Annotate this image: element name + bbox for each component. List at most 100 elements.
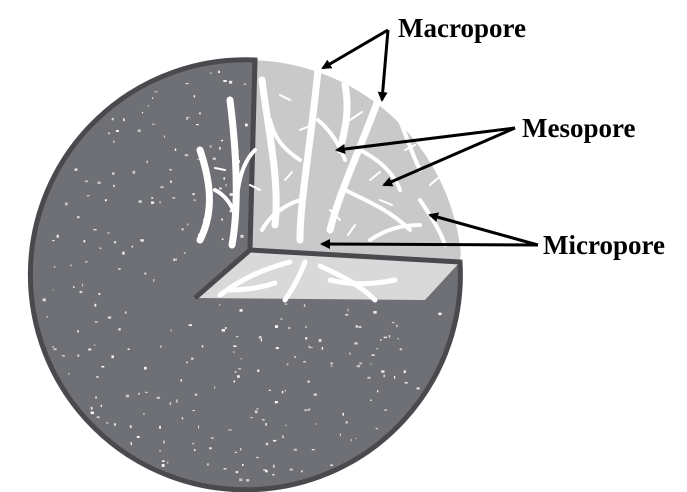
speckle	[87, 195, 90, 196]
speckle	[108, 133, 110, 135]
speckle	[191, 358, 194, 360]
speckle	[250, 417, 253, 418]
speckle	[221, 140, 223, 141]
speckle	[176, 258, 177, 260]
speckle	[116, 130, 119, 132]
speckle	[331, 366, 333, 368]
arrow-macropore-2	[382, 30, 388, 100]
speckle	[184, 253, 186, 254]
speckle	[229, 81, 232, 84]
speckle	[152, 124, 155, 125]
speckle	[194, 95, 195, 97]
speckle	[114, 423, 116, 425]
speckle	[97, 416, 100, 418]
speckle	[101, 405, 102, 407]
speckle	[130, 425, 132, 428]
speckle	[138, 129, 141, 132]
speckle	[405, 382, 408, 384]
speckle	[225, 327, 227, 329]
speckle	[273, 440, 276, 442]
speckle	[377, 390, 378, 392]
speckle	[99, 293, 101, 295]
speckle	[315, 423, 317, 424]
speckle	[163, 441, 165, 444]
speckle	[376, 348, 378, 349]
speckle	[259, 336, 262, 338]
speckle	[157, 397, 161, 399]
speckle	[182, 417, 183, 419]
speckle	[138, 393, 139, 395]
speckle	[404, 370, 406, 373]
speckle	[322, 347, 323, 350]
speckle	[151, 201, 154, 204]
speckle	[169, 169, 172, 171]
speckle	[77, 354, 79, 356]
speckle	[159, 426, 161, 429]
speckle	[359, 363, 362, 365]
speckle	[65, 203, 68, 206]
speckle	[356, 325, 359, 327]
speckle	[242, 464, 244, 466]
speckle	[170, 402, 171, 405]
speckle	[233, 345, 236, 347]
speckle	[62, 355, 65, 356]
speckle	[246, 479, 249, 482]
speckle	[175, 149, 176, 152]
speckle	[186, 118, 188, 120]
speckle	[107, 232, 110, 233]
speckle	[314, 394, 317, 396]
speckle	[221, 219, 223, 221]
speckle	[285, 425, 287, 426]
speckle	[218, 71, 220, 73]
speckle	[172, 197, 175, 199]
speckle	[226, 184, 227, 187]
speckle	[389, 335, 391, 337]
speckle	[112, 173, 115, 175]
speckle	[162, 464, 165, 467]
speckle	[223, 80, 226, 82]
speckle	[105, 199, 107, 201]
speckle	[222, 239, 224, 241]
speckle	[380, 339, 382, 341]
speckle	[73, 286, 74, 288]
speckle	[140, 239, 143, 241]
speckle	[383, 375, 385, 378]
speckle	[305, 326, 307, 327]
speckle	[185, 154, 188, 156]
speckle	[305, 337, 307, 340]
speckle	[144, 273, 146, 275]
speckle	[349, 353, 350, 355]
speckle	[222, 329, 226, 332]
speckle	[132, 246, 134, 248]
speckle	[93, 229, 96, 230]
speckle	[219, 147, 220, 150]
speckle	[210, 145, 212, 147]
speckle	[189, 324, 192, 326]
speckle	[237, 375, 240, 377]
speckle	[213, 158, 216, 160]
speckle	[224, 468, 227, 469]
speckle	[240, 235, 243, 238]
speckle	[240, 448, 241, 450]
speckle	[173, 259, 175, 261]
speckle	[94, 304, 96, 307]
speckle	[186, 83, 189, 84]
speckle	[262, 419, 265, 420]
speckle	[122, 252, 125, 255]
speckle	[160, 186, 163, 188]
speckle	[265, 423, 267, 426]
speckle	[351, 439, 352, 441]
speckle	[85, 181, 88, 183]
speckle	[236, 336, 238, 337]
arrow-macropore-1	[323, 30, 388, 68]
speckle	[312, 449, 315, 450]
speckle	[144, 367, 147, 370]
speckle	[273, 465, 275, 468]
speckle	[272, 474, 274, 476]
speckle	[256, 457, 259, 458]
speckle	[143, 413, 144, 414]
speckle	[114, 241, 116, 243]
speckle	[160, 201, 161, 203]
speckle	[160, 345, 161, 347]
speckle	[145, 392, 148, 393]
